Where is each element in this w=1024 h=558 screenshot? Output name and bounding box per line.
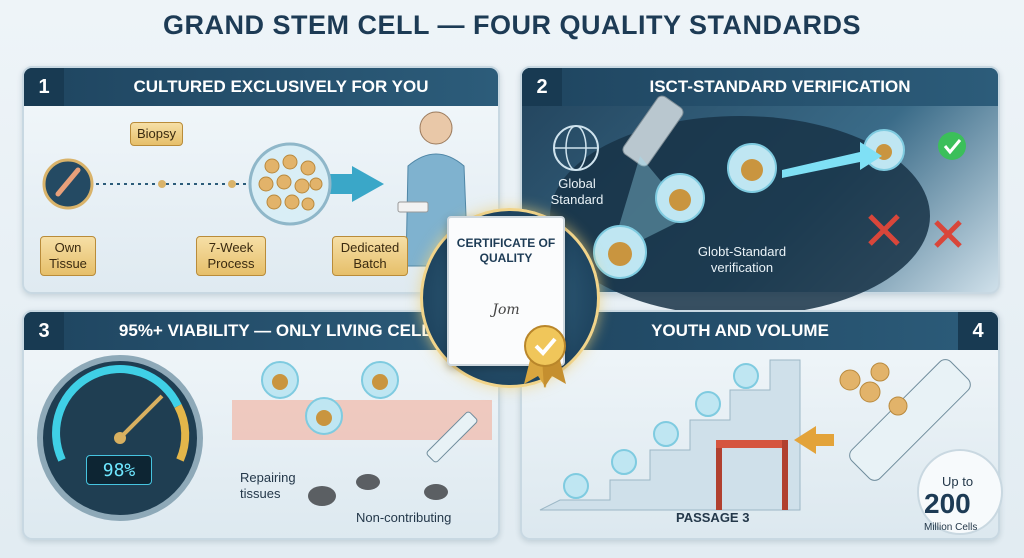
cell-count: 200 (924, 488, 971, 519)
page-title: GRAND STEM CELL — FOUR QUALITY STANDARDS (162, 10, 861, 40)
repairing-label: Repairing tissues (240, 470, 296, 501)
process-flow-illustration (42, 111, 469, 267)
verification-illustration (550, 95, 966, 316)
verification-label: Globt-Standard verification (697, 244, 787, 275)
panel-header: 4 YOUTH AND VOLUME (522, 312, 998, 350)
panel-header: 3 95%+ VIABILITY — ONLY LIVING CELLS (24, 312, 498, 350)
panel-heading: CULTURED EXCLUSIVELY FOR YOU (133, 77, 429, 96)
viability-illustration (37, 355, 492, 521)
youth-volume-illustration (539, 359, 1003, 535)
panel-header: 1 CULTURED EXCLUSIVELY FOR YOU (24, 68, 498, 106)
biopsy-label: Biopsy (130, 122, 184, 146)
certificate-title: CERTIFICATE OF QUALITY (456, 236, 556, 265)
panel-heading: 95%+ VIABILITY — ONLY LIVING CELLS (118, 321, 444, 340)
certificate-signature: Jom (492, 302, 520, 318)
panel-number: 3 (24, 312, 64, 350)
cell-unit-label: Million Cells (924, 522, 978, 533)
panel-number: 1 (24, 68, 64, 106)
batch-label: Dedicated Batch (332, 236, 408, 276)
non-contributing-label: Non-contributing (356, 510, 452, 525)
panel-header: 2 ISCT-STANDARD VERIFICATION (522, 68, 998, 106)
viability-gauge-readout: 98% (86, 455, 152, 485)
own-tissue-label: Own Tissue (40, 236, 96, 276)
panel-heading: YOUTH AND VOLUME (651, 321, 829, 340)
up-to-label: Up to (942, 474, 974, 489)
global-standard-label: Global Standard (550, 176, 604, 207)
panel-number: 2 (522, 68, 562, 106)
process-label: 7-Week Process (196, 236, 266, 276)
passage-label: PASSAGE 3 (676, 510, 750, 525)
panel-number: 4 (958, 312, 998, 350)
panel-heading: ISCT-STANDARD VERIFICATION (649, 77, 911, 96)
seal-icon (524, 325, 566, 388)
